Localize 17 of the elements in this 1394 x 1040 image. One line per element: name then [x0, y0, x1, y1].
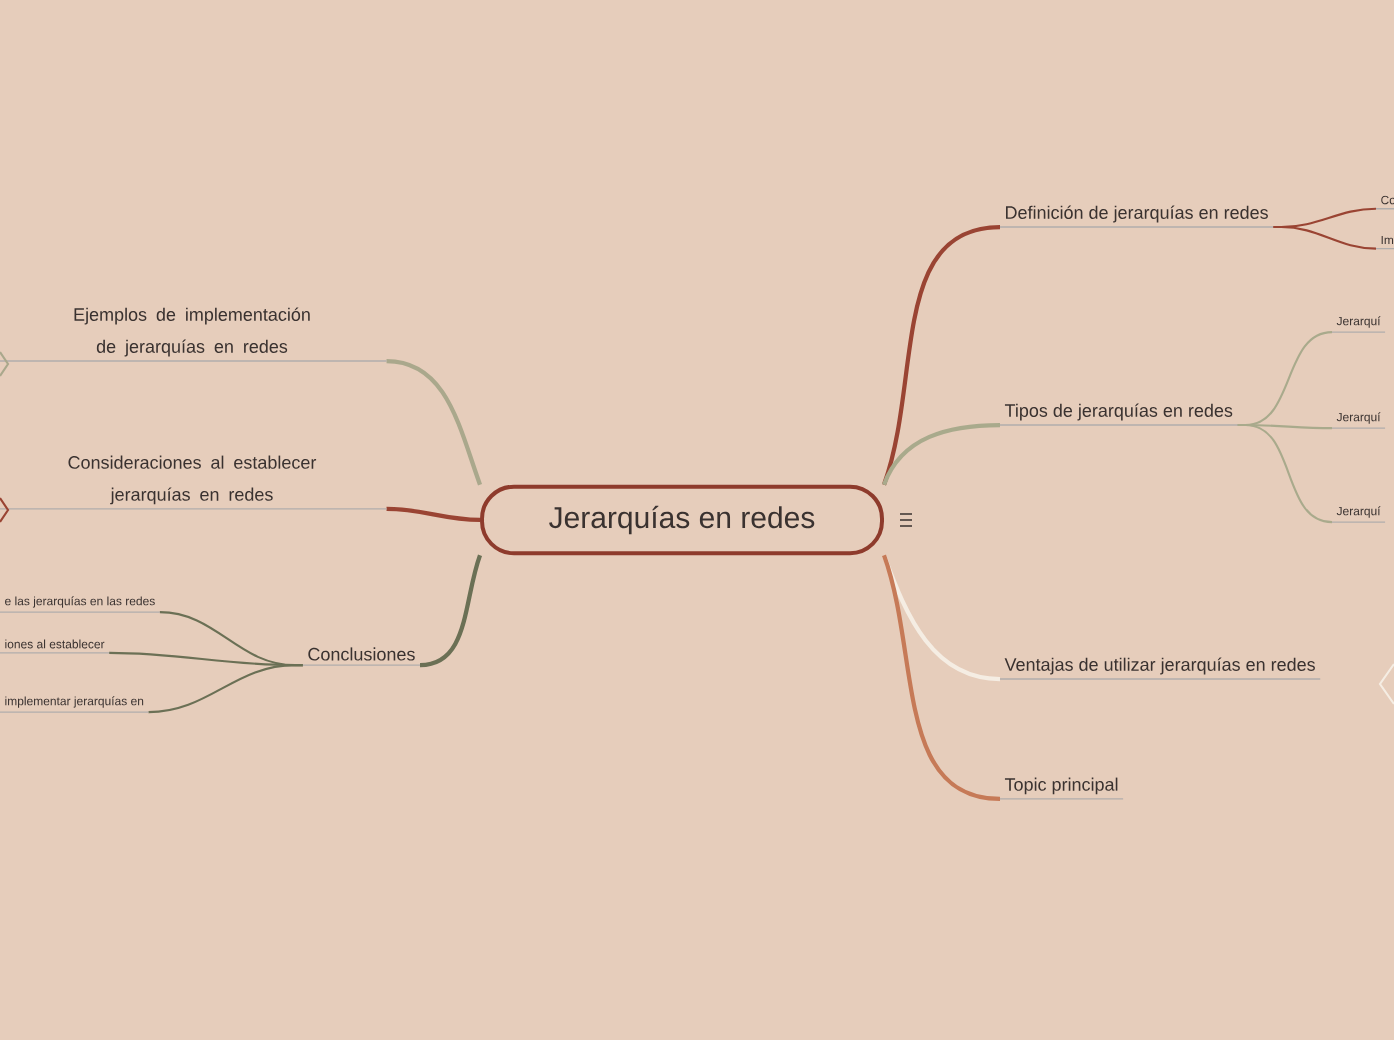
branch-line — [1273, 225, 1377, 250]
branch-line — [1237, 423, 1333, 524]
branch-line — [386, 506, 481, 523]
branch-line — [386, 358, 482, 486]
topic: Definición de jerarquías en redes — [1006, 205, 1268, 223]
branch-line — [148, 664, 303, 714]
central-topic-box: Jerarquías en redes — [480, 484, 884, 556]
branch-line — [881, 224, 1001, 486]
topic: Conclusiones — [308, 647, 415, 661]
topic: Ventajas de utilizar jerarquías en redes — [1004, 657, 1315, 675]
topic: Ejemplos de implementación de jerarquías en redes — [74, 307, 310, 357]
branch-line — [881, 554, 1001, 801]
branch-line — [419, 554, 483, 668]
topic: Topic principal — [1004, 777, 1118, 795]
topic: Consideraciones al establecer jerarquías en redes — [68, 455, 317, 505]
branch-line — [882, 422, 1001, 486]
topic: Tipos de jerarquías en redes — [1004, 403, 1233, 421]
